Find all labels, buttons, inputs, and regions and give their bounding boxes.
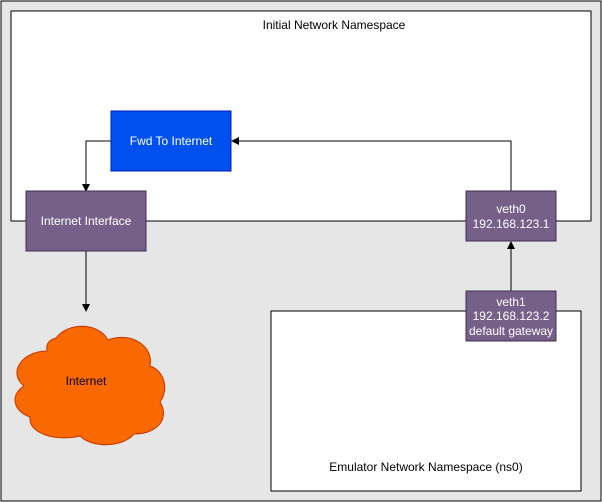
veth1-ip: 192.168.123.2 (473, 309, 550, 323)
veth0-name: veth0 (496, 202, 526, 216)
edge-veth0-to-fwd (231, 137, 512, 191)
initial-namespace-box (10, 10, 592, 222)
internet-cloud-icon (14, 325, 166, 446)
emulator-namespace-label: Emulator Network Namespace (ns0) (329, 460, 522, 474)
veth1-name: veth1 (496, 295, 526, 309)
veth0-box (465, 190, 557, 242)
veth1-box (465, 290, 557, 342)
veth1-gateway: default gateway (469, 324, 553, 338)
fwd-to-internet-box (110, 110, 232, 172)
internet-cloud-label: Internet (66, 374, 107, 388)
edge-fwd-to-interface (82, 140, 111, 192)
internet-interface-label: Internet Interface (41, 214, 132, 228)
veth0-ip: 192.168.123.1 (473, 217, 550, 231)
initial-namespace-label: Initial Network Namespace (263, 18, 406, 32)
internet-interface-box (25, 190, 147, 252)
fwd-to-internet-label: Fwd To Internet (130, 134, 213, 148)
